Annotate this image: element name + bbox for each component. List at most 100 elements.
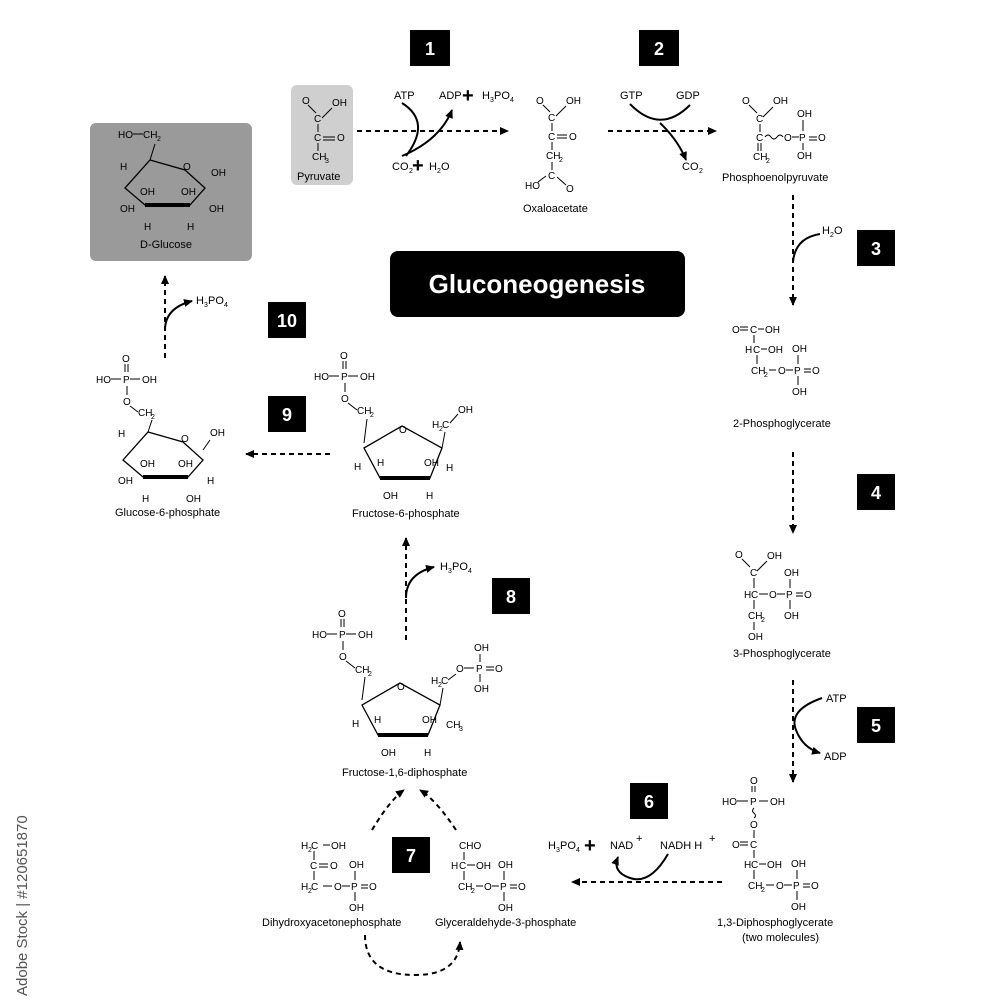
label-phosphoenolpyruvate: Phosphoenolpyruvate xyxy=(722,172,828,184)
svg-text:2: 2 xyxy=(766,158,770,165)
svg-text:OH: OH xyxy=(792,387,807,398)
label-3-phosphoglycerate: 3-Phosphoglycerate xyxy=(733,648,831,660)
cofactor-nadh: NADH H xyxy=(660,840,702,852)
svg-text:C: C xyxy=(756,114,763,125)
svg-text:2: 2 xyxy=(438,682,442,689)
step-box-2: 2 xyxy=(639,30,679,66)
cofactor-adp-5: ADP xyxy=(824,751,847,763)
compound-2-phosphoglycerate: O C OH H C OH CH2 O P OH O OH 2-Phosphog… xyxy=(732,325,831,430)
svg-text:HO: HO xyxy=(312,630,327,641)
svg-text:O: O xyxy=(337,133,345,144)
svg-text:O: O xyxy=(776,881,784,892)
svg-text:C: C xyxy=(750,325,757,336)
svg-text:OH: OH xyxy=(784,611,799,622)
svg-text:CH: CH xyxy=(748,611,762,622)
compound-phosphoenolpyruvate: O C OH C O P OH O OH CH2 Phosphoenolpyru… xyxy=(722,96,828,184)
step-box-1: 1 xyxy=(410,30,450,66)
svg-text:H C: H C xyxy=(301,882,318,893)
svg-text:OH: OH xyxy=(360,372,375,383)
svg-text:OH: OH xyxy=(142,375,157,386)
svg-text:C: C xyxy=(751,860,758,871)
svg-text:H: H xyxy=(374,715,381,726)
svg-text:C: C xyxy=(548,113,555,124)
svg-text:CH: CH xyxy=(753,152,767,163)
reaction-step-7 xyxy=(364,789,464,977)
svg-text:O: O xyxy=(441,161,450,173)
stock-watermark: Adobe Stock | #120651870 xyxy=(14,768,31,998)
svg-text:3: 3 xyxy=(325,158,329,165)
svg-text:OH: OH xyxy=(476,861,491,872)
svg-text:3: 3 xyxy=(448,568,452,575)
svg-text:2: 2 xyxy=(368,671,372,678)
svg-text:P: P xyxy=(339,630,346,641)
svg-text:O: O xyxy=(834,225,843,237)
cofactor-atp-5: ATP xyxy=(826,693,847,705)
svg-text:CH: CH xyxy=(355,665,369,676)
svg-text:C: C xyxy=(751,590,758,601)
title-banner: Gluconeogenesis xyxy=(390,251,685,317)
svg-text:C: C xyxy=(548,171,555,182)
svg-text:OH: OH xyxy=(784,568,799,579)
svg-text:O: O xyxy=(566,184,574,195)
svg-text:CH: CH xyxy=(312,152,326,163)
svg-text:OH: OH xyxy=(765,325,780,336)
svg-text:H: H xyxy=(745,345,752,356)
step-box-8: 8 xyxy=(492,578,530,614)
svg-text:3: 3 xyxy=(556,847,560,854)
svg-text:O: O xyxy=(181,434,189,445)
svg-text:CH: CH xyxy=(748,881,762,892)
svg-text:O: O xyxy=(495,664,503,675)
svg-text:H: H xyxy=(446,463,453,474)
svg-text:O: O xyxy=(804,590,812,601)
svg-text:O: O xyxy=(732,325,740,336)
label-oxaloacetate: Oxaloacetate xyxy=(523,203,588,215)
cofactor-gtp: GTP xyxy=(620,90,643,102)
svg-text:OH: OH xyxy=(383,491,398,502)
svg-text:O: O xyxy=(732,840,740,851)
svg-text:OH: OH xyxy=(140,459,155,470)
svg-text:CH: CH xyxy=(357,406,371,417)
svg-text:CH: CH xyxy=(546,151,560,162)
step-number-4: 4 xyxy=(871,483,881,503)
svg-text:HO: HO xyxy=(314,372,329,383)
step-number-8: 8 xyxy=(506,587,516,607)
svg-text:2: 2 xyxy=(151,414,155,421)
svg-text:OH: OH xyxy=(349,860,364,871)
svg-text:H: H xyxy=(187,222,194,233)
svg-text:H: H xyxy=(451,861,458,872)
step-number-10: 10 xyxy=(277,311,297,331)
step-number-5: 5 xyxy=(871,716,881,736)
svg-text:CH: CH xyxy=(458,882,472,893)
compound-fructose-1-6-diphosphate: HO P OH O O CH2 O H H OH CH3 H C2 O P OH… xyxy=(312,609,503,779)
svg-text:H: H xyxy=(207,476,214,487)
svg-text:CH: CH xyxy=(138,408,152,419)
label-d-glucose: D-Glucose xyxy=(140,239,192,251)
svg-text:+: + xyxy=(584,835,596,857)
svg-text:OH: OH xyxy=(566,96,581,107)
svg-text:OH: OH xyxy=(424,458,439,469)
svg-text:O: O xyxy=(536,96,544,107)
svg-text:3: 3 xyxy=(204,302,208,309)
label-2-phosphoglycerate: 2-Phosphoglycerate xyxy=(733,418,831,430)
svg-text:3: 3 xyxy=(459,726,463,733)
svg-text:H: H xyxy=(118,429,125,440)
svg-text:H: H xyxy=(744,590,751,601)
svg-text:H: H xyxy=(354,462,361,473)
svg-text:OH: OH xyxy=(181,187,196,198)
svg-text:2: 2 xyxy=(439,426,443,433)
svg-text:CH: CH xyxy=(751,366,765,377)
svg-text:C: C xyxy=(750,568,757,579)
step-number-1: 1 xyxy=(425,39,435,59)
svg-text:4: 4 xyxy=(576,847,580,854)
svg-text:OH: OH xyxy=(118,476,133,487)
svg-text:H: H xyxy=(548,840,556,852)
svg-text:OH: OH xyxy=(358,630,373,641)
svg-text:P: P xyxy=(123,375,130,386)
svg-text:O: O xyxy=(330,861,338,872)
svg-text:C: C xyxy=(548,132,555,143)
title-box xyxy=(390,251,685,317)
